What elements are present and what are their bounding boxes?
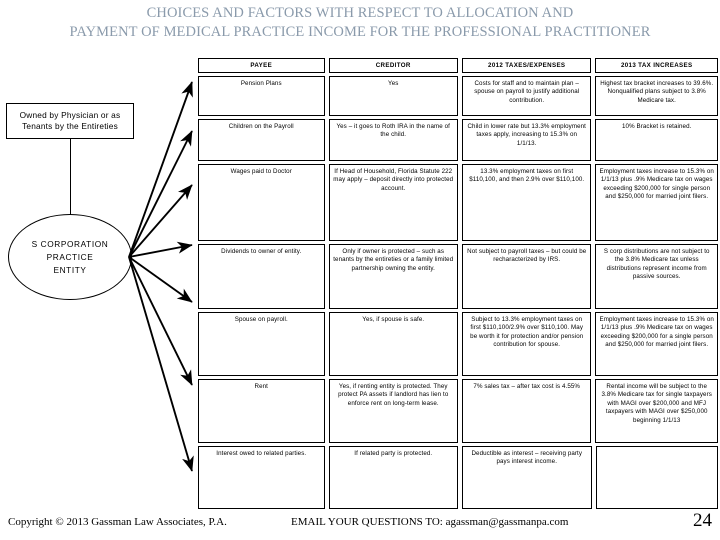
cell-taxes-2013: Rental income will be subject to the 3.8… xyxy=(595,379,718,443)
practice-entity-ellipse: S CORPORATION PRACTICE ENTITY xyxy=(8,214,132,300)
page-number: 24 xyxy=(693,510,712,531)
column-header-taxes-2013: 2013 TAX INCREASES xyxy=(595,58,718,73)
cell-taxes-2013: 10% Bracket is retained. xyxy=(595,119,718,161)
column-header-creditor: CREDITOR xyxy=(328,58,458,73)
table-row: Children on the Payroll Yes – it goes to… xyxy=(198,119,718,161)
cell-creditor: If Head of Household, Florida Statute 22… xyxy=(328,164,458,241)
cell-taxes-2012: 7% sales tax – after tax cost is 4.55% xyxy=(461,379,592,443)
cell-taxes-2012: Costs for staff and to maintain plan – s… xyxy=(461,76,592,116)
arrow-to-row-7 xyxy=(128,256,194,472)
cell-taxes-2013: Employment taxes increase to 15.3% on 1/… xyxy=(595,164,718,241)
cell-payee: Spouse on payroll. xyxy=(198,312,325,376)
cell-taxes-2012: Child in lower rate but 13.3% employment… xyxy=(461,119,592,161)
page-title-line-2: PAYMENT OF MEDICAL PRACTICE INCOME FOR T… xyxy=(69,24,651,40)
table-row: Spouse on payroll. Yes, if spouse is saf… xyxy=(198,312,718,376)
cell-creditor: Only if owner is protected – such as ten… xyxy=(328,244,458,309)
table-row: Wages paid to Doctor If Head of Househol… xyxy=(198,164,718,241)
arrow-to-row-6 xyxy=(128,256,193,386)
cell-payee: Wages paid to Doctor xyxy=(198,164,325,241)
table-row: Interest owed to related parties. If rel… xyxy=(198,446,719,509)
arrow-to-row-3 xyxy=(128,184,193,258)
cell-creditor: Yes xyxy=(328,76,458,116)
cell-taxes-2013: Employment taxes increase to 15.3% on 1/… xyxy=(595,312,718,376)
table-row: Pension Plans Yes Costs for staff and to… xyxy=(198,76,718,116)
owner-box-line-1: Owned by Physician or as xyxy=(19,110,121,120)
cell-taxes-2012: Deductible as interest – receiving party… xyxy=(462,446,592,509)
cell-payee: Interest owed to related parties. xyxy=(198,446,325,509)
cell-taxes-2013 xyxy=(595,446,719,509)
table-header-row: PAYEE CREDITOR 2012 TAXES/EXPENSES 2013 … xyxy=(198,58,718,73)
cell-payee: Dividends to owner of entity. xyxy=(198,244,325,309)
entity-line-3: ENTITY xyxy=(53,264,87,275)
copyright-text: Copyright © 2013 Gassman Law Associates,… xyxy=(8,516,227,528)
entity-line-2: PRACTICE xyxy=(46,251,94,262)
cell-creditor: Yes – it goes to Roth IRA in the name of… xyxy=(328,119,458,161)
cell-taxes-2012: Subject to 13.3% employment taxes on fir… xyxy=(461,312,592,376)
comparison-table: PAYEE CREDITOR 2012 TAXES/EXPENSES 2013 … xyxy=(198,58,719,509)
arrow-to-row-1 xyxy=(128,81,193,258)
cell-creditor: If related party is protected. xyxy=(328,446,459,509)
column-header-taxes-2012: 2012 TAXES/EXPENSES xyxy=(461,58,592,73)
slide-footer: Copyright © 2013 Gassman Law Associates,… xyxy=(0,510,720,538)
owner-entity-connector-line xyxy=(70,139,71,219)
cell-creditor: Yes, if spouse is safe. xyxy=(328,312,458,376)
table-row: Rent Yes, if renting entity is protected… xyxy=(198,379,718,443)
column-header-payee: PAYEE xyxy=(198,58,325,73)
cell-taxes-2013: S corp distributions are not subject to … xyxy=(595,244,718,309)
cell-taxes-2013: Highest tax bracket increases to 39.6%. … xyxy=(595,76,718,116)
cell-creditor: Yes, if renting entity is protected. The… xyxy=(328,379,458,443)
arrow-to-row-4 xyxy=(128,241,193,258)
arrow-to-row-2 xyxy=(128,130,193,258)
cell-payee: Children on the Payroll xyxy=(198,119,325,161)
cell-taxes-2012: Not subject to payroll taxes – but could… xyxy=(461,244,592,309)
arrow-to-row-5 xyxy=(128,256,193,303)
page-title: CHOICES AND FACTORS WITH RESPECT TO ALLO… xyxy=(0,4,720,42)
table-row: Dividends to owner of entity. Only if ow… xyxy=(198,244,718,309)
email-questions-text: EMAIL YOUR QUESTIONS TO: agassman@gassma… xyxy=(291,516,569,528)
owner-box-line-2: Tenants by the Entireties xyxy=(22,121,118,131)
page-title-line-1: CHOICES AND FACTORS WITH RESPECT TO ALLO… xyxy=(146,5,574,21)
owner-box: Owned by Physician or as Tenants by the … xyxy=(6,103,134,139)
cell-payee: Pension Plans xyxy=(198,76,325,116)
cell-payee: Rent xyxy=(198,379,325,443)
entity-line-1: S CORPORATION xyxy=(31,238,109,249)
cell-taxes-2012: 13.3% employment taxes on first $110,100… xyxy=(461,164,592,241)
